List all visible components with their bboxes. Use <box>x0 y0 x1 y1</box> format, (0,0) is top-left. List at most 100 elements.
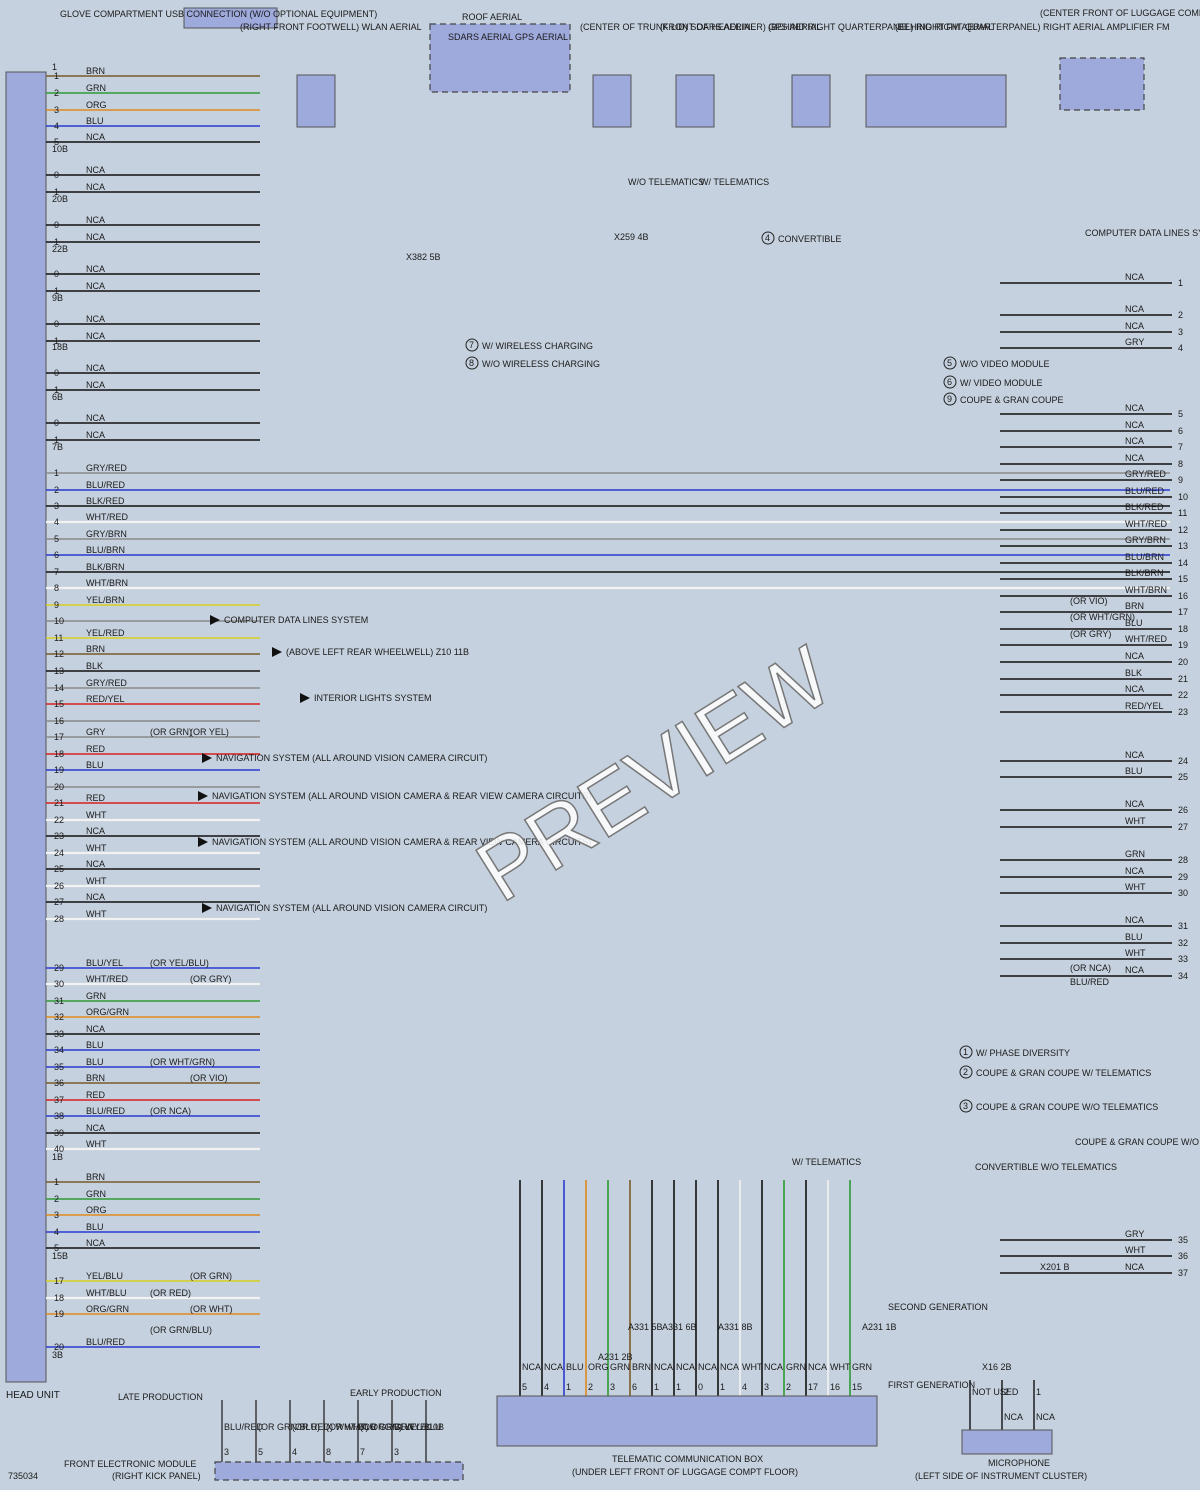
gps-roof-label: GPS AERIAL <box>515 32 568 42</box>
trunk-sdars-aerial[interactable] <box>592 74 632 128</box>
hu-pin-number: 24 <box>54 848 64 858</box>
hu-pin-color: NCA <box>86 1123 105 1133</box>
dest-arrow <box>300 693 310 703</box>
hu-pin-color: BLU/RED <box>86 480 126 490</box>
hu-pin-color: BLK/RED <box>86 496 125 506</box>
hu-pin-number: 34 <box>54 1045 64 1055</box>
connector-ref: A331 5B <box>628 1322 663 1332</box>
aerial-amplifier[interactable] <box>865 74 1007 128</box>
hu-pin-number: 35 <box>54 1062 64 1072</box>
fem-pin-color: (OR WHT) ORG/GRN <box>326 1422 414 1432</box>
right-pin-color: NCA <box>1125 453 1144 463</box>
right-pin-color: NCA <box>1125 436 1144 446</box>
tcb-pin: 1 <box>566 1382 571 1392</box>
note-number: 8 <box>469 358 474 368</box>
hu-pin-number: 32 <box>54 1012 64 1022</box>
fem-pin: 3 <box>224 1447 229 1457</box>
hu-pin-number: 2 <box>54 1194 59 1204</box>
right-pin-color: BLU <box>1125 932 1143 942</box>
hu-pin-number: 1 <box>54 336 59 346</box>
hu-pin-number: 11 <box>54 633 63 643</box>
mic-pin: 1 <box>1036 1387 1041 1397</box>
hu-pin-number: 1 <box>54 71 59 81</box>
tcb-pin-color: BLU <box>566 1362 584 1372</box>
right-pin-number: 27 <box>1178 822 1188 832</box>
top-module-label: (CENTER FRONT OF LUGGAGE COMPT FLOOR) CO… <box>1040 8 1200 18</box>
hu-pin-color: BLU/BRN <box>86 545 125 555</box>
head-unit-connector[interactable] <box>5 71 47 1383</box>
roof-aerial[interactable] <box>429 23 571 93</box>
note-text: W/O WIRELESS CHARGING <box>482 359 600 369</box>
hu-pin-color: BLU <box>86 1222 104 1232</box>
hu-pin-color: GRN <box>86 83 106 93</box>
hu-group-label: 15B <box>52 1251 68 1261</box>
hu-pin-number: 16 <box>54 716 64 726</box>
hu-group-label: 7B <box>52 442 63 452</box>
hu-pin-color: NCA <box>86 430 105 440</box>
connector-ref: A231 2B <box>598 1352 633 1362</box>
hu-pin-color: WHT/BRN <box>86 578 128 588</box>
note-number: 4 <box>765 233 770 243</box>
hu-pin-color: BLK/BRN <box>86 562 125 572</box>
hu-pin-color: BLU/RED <box>86 1106 126 1116</box>
wlan-aerial[interactable] <box>296 74 336 128</box>
hu-pin-color: BRN <box>86 1172 105 1182</box>
headliner-gps-aerial[interactable] <box>675 74 715 128</box>
hu-pin-number: 29 <box>54 963 64 973</box>
dest-arrow <box>202 903 212 913</box>
right-alt-color: BLU/RED <box>1070 977 1110 987</box>
hu-pin-color: BLU <box>86 116 104 126</box>
hu-pin-number: 20 <box>54 782 64 792</box>
dest-label: COMPUTER DATA LINES SYSTEM <box>224 615 368 625</box>
hu-pin-number: 3 <box>54 105 59 115</box>
telematic-communication-box[interactable] <box>496 1395 878 1447</box>
note-marker <box>943 392 957 406</box>
fem-location: (RIGHT KICK PANEL) <box>112 1471 201 1481</box>
note-marker <box>959 1045 973 1059</box>
hu-group-label: 6B <box>52 392 63 402</box>
note-number: 1 <box>963 1047 968 1057</box>
right-pin-color: BLU/BRN <box>1125 552 1164 562</box>
microphone[interactable] <box>961 1429 1053 1455</box>
right-fm-aerial[interactable] <box>791 74 831 128</box>
fem-pin: 8 <box>326 1447 331 1457</box>
hu-pin-color: NCA <box>86 859 105 869</box>
note-number: 6 <box>947 377 952 387</box>
front-electronic-module[interactable] <box>214 1461 464 1481</box>
tcb-pin: 3 <box>610 1382 615 1392</box>
hu-pin-color: NCA <box>86 165 105 175</box>
top-module[interactable] <box>1059 57 1145 111</box>
connector-ref: X16 2B <box>982 1362 1012 1372</box>
right-pin-color: NCA <box>1125 1262 1144 1272</box>
hu-pin-color: NCA <box>86 413 105 423</box>
right-pin-color: NCA <box>1125 799 1144 809</box>
tcb-pin-color: GRN <box>786 1362 806 1372</box>
tcb-label: TELEMATIC COMMUNICATION BOX <box>612 1454 763 1464</box>
hu-pin-number: 31 <box>54 996 64 1006</box>
hu-pin-number: 23 <box>54 831 64 841</box>
hu-pin-number: 0 <box>54 368 59 378</box>
hu-pin-color: YEL/RED <box>86 628 125 638</box>
tcb-pin-color: NCA <box>720 1362 739 1372</box>
right-pin-color: NCA <box>1125 272 1144 282</box>
hu-group-label: 22B <box>52 244 68 254</box>
group-label: W/ TELEMATICS <box>792 1157 861 1167</box>
right-fm-label: (BEHIND RIGHT QUARTERPANEL) RIGHT FM AER… <box>768 22 993 32</box>
hu-pin-color: WHT <box>86 843 107 853</box>
hu-alt-color: (OR YEL) <box>190 727 229 737</box>
hu-pin-number: 7 <box>54 567 59 577</box>
hu-pin-number: 14 <box>54 683 64 693</box>
right-pin-color: BLK <box>1125 668 1142 678</box>
hu-pin-number: 6 <box>54 550 59 560</box>
group-label: W/ TELEMATICS <box>700 177 769 187</box>
tcb-pin-color: NCA <box>764 1362 783 1372</box>
tcb-pin: 16 <box>830 1382 840 1392</box>
glove-usb-connector[interactable] <box>183 7 278 29</box>
tcb-pin: 1 <box>654 1382 659 1392</box>
hu-pin-number: 26 <box>54 881 64 891</box>
hu-pin-number: 3 <box>54 1210 59 1220</box>
hu-pin-color: NCA <box>86 363 105 373</box>
connector-ref: X382 5B <box>406 252 441 262</box>
right-pin-color: GRY <box>1125 1229 1144 1239</box>
